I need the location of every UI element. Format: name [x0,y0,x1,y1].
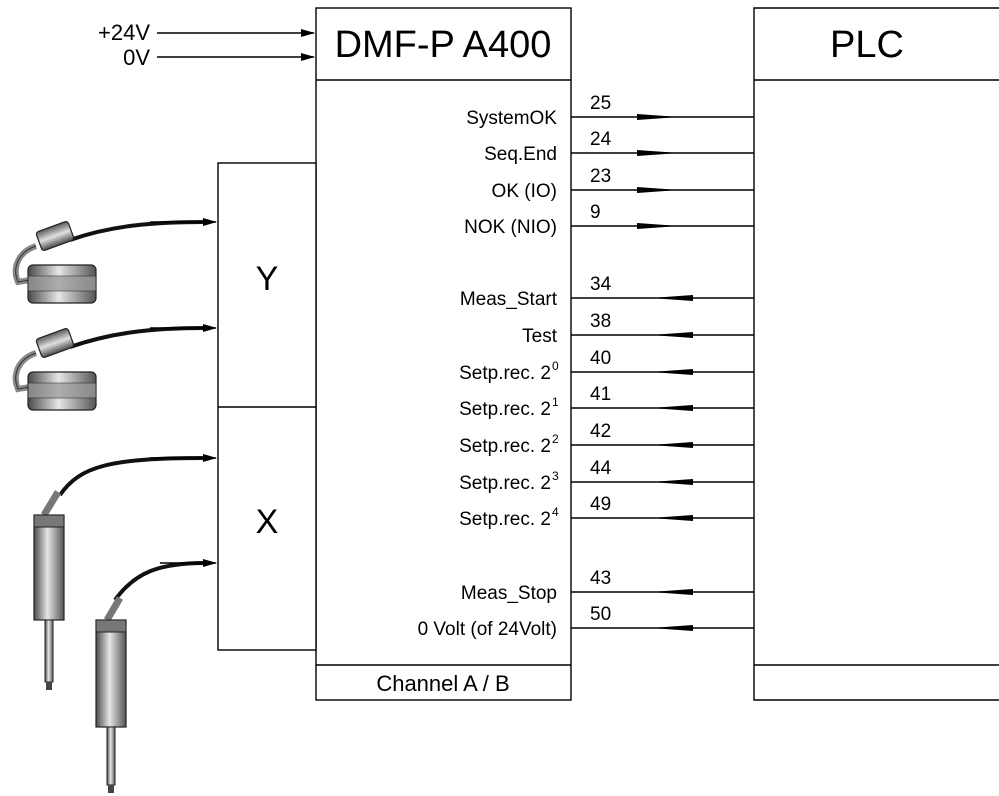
signal-name: Setp.rec. 2 [459,509,551,530]
arrow-left-icon [651,515,693,521]
channel-x-label: X [256,503,279,541]
signal-row: 50 0 Volt (of 24Volt) [418,604,754,640]
signal-name: Test [522,326,558,347]
arrow-left-icon [651,369,693,375]
arrow-left-icon [651,332,693,338]
signal-name: Setp.rec. 2 [459,473,551,494]
signal-name: 0 Volt (of 24Volt) [418,619,557,640]
pencil-probe-icon [33,454,217,690]
arrow-left-icon [651,589,693,595]
channel-y-label: Y [256,260,279,298]
signal-name: SystemOK [466,108,557,129]
signal-row: 23 OK (IO) [492,166,754,202]
device-footer: Channel A / B [376,671,509,696]
signal-name: NOK (NIO) [464,217,557,238]
arrow-left-icon [651,295,693,301]
signal-name: Setp.rec. 2 [459,436,551,457]
signal-pin: 24 [590,129,612,150]
signal-pin: 9 [590,202,601,223]
signal-exponent: 2 [552,432,559,446]
signal-name: Setp.rec. 2 [459,363,551,384]
signal-pin: 41 [590,384,611,405]
signal-exponent: 1 [552,395,559,409]
plc-title: PLC [830,24,904,66]
signal-exponent: 4 [552,505,559,519]
arrow-right-icon [637,114,679,120]
arrow-left-icon [651,479,693,485]
device-box [315,7,572,701]
arrow-left-icon [651,442,693,448]
signal-name: OK (IO) [492,181,557,202]
signal-pin: 43 [590,568,611,589]
signal-pin: 42 [590,421,611,442]
signal-name: Meas_Stop [461,583,557,604]
ring-probe-icon [12,218,217,304]
signal-name: Seq.End [484,144,557,165]
signal-pin: 49 [590,494,611,515]
signal-exponent: 0 [552,359,559,373]
signal-pin: 38 [590,311,611,332]
power-zero-label: 0V [123,45,150,70]
arrow-left-icon [651,405,693,411]
signal-pin: 40 [590,348,611,369]
device-title: DMF-P A400 [335,24,552,66]
arrow-left-icon [651,625,693,631]
signal-pin: 50 [590,604,611,625]
signal-pin: 44 [590,458,612,479]
arrow-right-icon [637,150,679,156]
pencil-probe-icon [95,559,217,793]
plc-box [753,7,999,701]
ring-probe-icon [12,324,217,411]
signal-pin: 23 [590,166,611,187]
signal-exponent: 3 [552,469,559,483]
signal-pin: 34 [590,274,612,295]
signal-name: Meas_Start [460,289,558,310]
signal-pin: 25 [590,93,611,114]
power-plus-label: +24V [98,20,150,45]
arrow-right-icon [637,187,679,193]
arrow-right-icon [637,223,679,229]
signal-name: Setp.rec. 2 [459,399,551,420]
